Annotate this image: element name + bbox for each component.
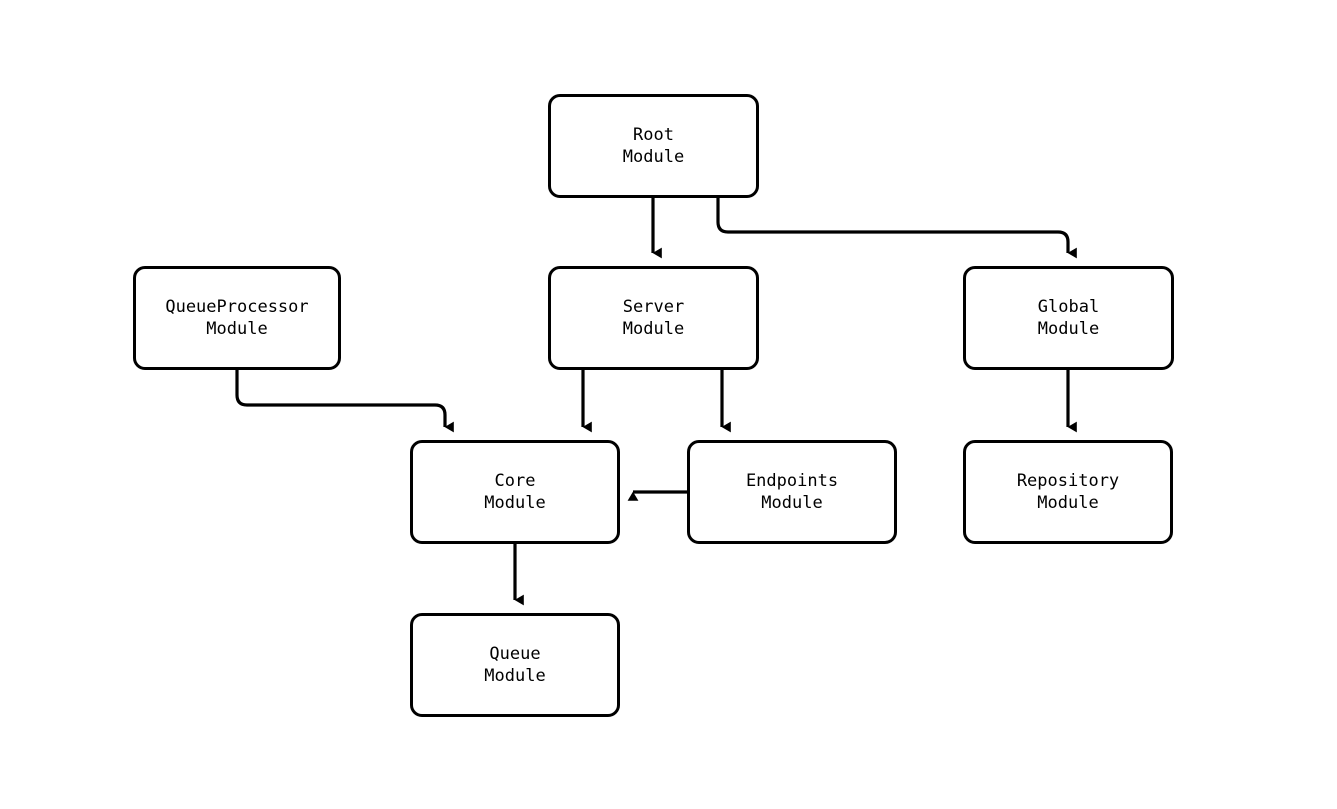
node-queue[interactable]: Queue Module [410, 613, 620, 717]
node-server-line1: Server [622, 297, 685, 317]
node-server[interactable]: Server Module [548, 266, 759, 370]
node-queue-line2: Module [484, 666, 546, 686]
node-queueprocessor-line1: QueueProcessor [165, 297, 309, 317]
node-core-line2: Module [484, 493, 546, 513]
node-root[interactable]: Root Module [548, 94, 759, 198]
node-core-line1: Core [494, 471, 536, 491]
node-endpoints-line1: Endpoints [745, 471, 839, 491]
node-global-line2: Module [1037, 319, 1100, 339]
node-queueprocessor-line2: Module [206, 319, 268, 339]
node-repository-line1: Repository [1016, 471, 1120, 491]
node-core[interactable]: Core Module [410, 440, 620, 544]
node-endpoints[interactable]: Endpoints Module [687, 440, 897, 544]
node-endpoints-line2: Module [761, 493, 823, 513]
edge-queueprocessor-core [235, 370, 454, 433]
node-repository[interactable]: Repository Module [963, 440, 1173, 544]
node-root-line1: Root [633, 125, 674, 145]
edge-root-global [716, 198, 1077, 259]
node-repository-line2: Module [1037, 493, 1099, 513]
node-global[interactable]: Global Module [963, 266, 1174, 370]
node-queueprocessor[interactable]: QueueProcessor Module [133, 266, 341, 370]
node-server-line2: Module [622, 319, 685, 339]
node-queue-line1: Queue [489, 644, 541, 664]
node-global-line1: Global [1037, 297, 1100, 317]
node-root-line2: Module [622, 147, 685, 167]
